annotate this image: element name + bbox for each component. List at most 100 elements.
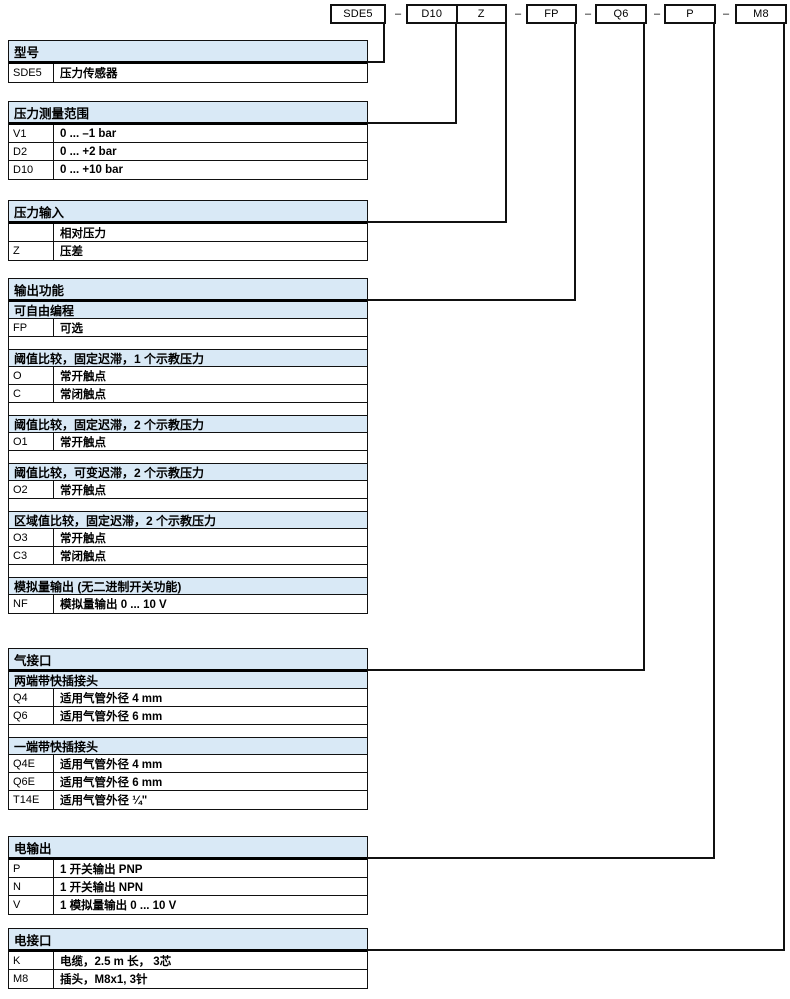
- spacer-row: [9, 337, 367, 350]
- option-desc: 常开触点: [60, 370, 106, 383]
- option-group-subheader: 区域值比较，固定迟滞，2 个示教压力: [9, 512, 367, 529]
- option-code: T14E: [9, 791, 54, 809]
- option-desc: 插头，M8x1, 3针: [60, 974, 148, 986]
- section-pneumatic-port: 气接口 两端带快插接头 Q4 适用气管外径 4 mm Q6 适用气管外径 6 m…: [8, 648, 368, 810]
- section-pressure-range: 压力测量范围 V1 0 ... –1 bar D2 0 ... +2 bar D…: [8, 101, 368, 180]
- option-code: K: [9, 952, 54, 969]
- code-box-label-z: Z: [477, 8, 485, 20]
- code-separator: –: [653, 8, 661, 20]
- option-desc: 相对压力: [60, 227, 106, 240]
- spacer-row: [9, 403, 367, 416]
- option-row: O 常开触点: [9, 367, 367, 385]
- option-row: V1 0 ... –1 bar: [9, 125, 367, 143]
- option-desc: 压力传感器: [60, 68, 118, 80]
- option-code: Q4E: [9, 755, 54, 772]
- option-code: M8: [9, 970, 54, 988]
- connector-m8-electrical-connection: [368, 23, 785, 951]
- option-code: O1: [9, 433, 54, 450]
- code-box-q6: Q6: [595, 4, 647, 24]
- option-desc: 适用气管外径 4 mm: [60, 692, 163, 705]
- option-group-subheader: 阈值比较，固定迟滞，1 个示教压力: [9, 350, 367, 367]
- option-row: Q4 适用气管外径 4 mm: [9, 689, 367, 707]
- option-code: Z: [9, 242, 54, 260]
- option-desc: 1 开关输出 NPN: [60, 881, 144, 894]
- option-desc: 1 开关输出 PNP: [60, 863, 143, 876]
- option-desc: 模拟量输出 0 ... 10 V: [60, 599, 167, 611]
- code-box-label: SDE5: [343, 8, 373, 20]
- option-code: FP: [9, 319, 54, 336]
- option-code: [9, 224, 54, 241]
- option-desc: 常闭触点: [60, 388, 106, 401]
- option-desc: 电缆，2.5 m 长， 3芯: [60, 955, 172, 968]
- section-header: 电输出: [9, 837, 367, 860]
- section-electrical-output: 电输出 P 1 开关输出 PNP N 1 开关输出 NPN V 1 模拟量输出 …: [8, 836, 368, 915]
- option-code: Q4: [9, 689, 54, 706]
- section-header: 电接口: [9, 929, 367, 952]
- option-group-subheader: 两端带快插接头: [9, 672, 367, 689]
- option-code: Q6E: [9, 773, 54, 790]
- option-row: D2 0 ... +2 bar: [9, 143, 367, 161]
- code-box-d10-z: D10 Z: [406, 4, 507, 24]
- section-header: 输出功能: [9, 279, 367, 302]
- spacer-row: [9, 565, 367, 578]
- connector-d10-pressure-range: [368, 23, 457, 124]
- section-model: 型号 SDE5 压力传感器: [8, 40, 368, 83]
- option-code: V1: [9, 125, 54, 142]
- option-row: NF 模拟量输出 0 ... 10 V: [9, 595, 367, 613]
- option-row: T14E 适用气管外径 ¼": [9, 791, 367, 809]
- option-desc: 适用气管外径 ¼": [60, 795, 148, 807]
- option-desc: 常闭触点: [60, 550, 106, 563]
- option-row: Q6 适用气管外径 6 mm: [9, 707, 367, 725]
- code-box-sde5: SDE5: [330, 4, 386, 24]
- option-row: C3 常闭触点: [9, 547, 367, 565]
- option-code: O: [9, 367, 54, 384]
- code-box-label-d10: D10: [408, 6, 458, 22]
- option-desc: 可选: [60, 322, 83, 335]
- connector-p-electrical-output: [368, 23, 715, 859]
- option-row: D10 0 ... +10 bar: [9, 161, 367, 179]
- option-row: V 1 模拟量输出 0 ... 10 V: [9, 896, 367, 914]
- option-row: O2 常开触点: [9, 481, 367, 499]
- section-output-function: 输出功能 可自由编程 FP 可选 阈值比较，固定迟滞，1 个示教压力 O 常开触…: [8, 278, 368, 614]
- spacer-row: [9, 451, 367, 464]
- code-separator: –: [584, 8, 592, 20]
- option-row: K 电缆，2.5 m 长， 3芯: [9, 952, 367, 970]
- option-row: FP 可选: [9, 319, 367, 337]
- option-code: O3: [9, 529, 54, 546]
- option-row: SDE5 压力传感器: [9, 64, 367, 82]
- code-box-label: Q6: [613, 8, 629, 20]
- option-group-subheader: 模拟量输出 (无二进制开关功能): [9, 578, 367, 595]
- option-code: O2: [9, 481, 54, 498]
- connector-sde5-model: [368, 23, 385, 63]
- option-group-subheader: 可自由编程: [9, 302, 367, 319]
- option-desc: 适用气管外径 4 mm: [60, 758, 163, 771]
- option-code: Q6: [9, 707, 54, 724]
- option-code: NF: [9, 595, 54, 613]
- option-row: Q6E 适用气管外径 6 mm: [9, 773, 367, 791]
- code-box-label: FP: [544, 8, 559, 20]
- section-electrical-connection: 电接口 K 电缆，2.5 m 长， 3芯 M8 插头，M8x1, 3针: [8, 928, 368, 989]
- code-box-fp: FP: [526, 4, 577, 24]
- section-title: 输出功能: [14, 283, 65, 298]
- option-group-subheader: 一端带快插接头: [9, 738, 367, 755]
- spacer-row: [9, 725, 367, 738]
- section-pressure-input: 压力输入 相对压力 Z 压差: [8, 200, 368, 261]
- code-box-label: M8: [753, 8, 769, 20]
- option-desc: 压差: [60, 246, 83, 258]
- section-title: 气接口: [14, 653, 52, 668]
- code-box-m8: M8: [735, 4, 787, 24]
- option-code: C3: [9, 547, 54, 564]
- option-row: Z 压差: [9, 242, 367, 260]
- section-header: 气接口: [9, 649, 367, 672]
- section-title: 压力输入: [14, 205, 65, 220]
- option-row: O1 常开触点: [9, 433, 367, 451]
- option-desc: 常开触点: [60, 484, 106, 497]
- option-code: C: [9, 385, 54, 402]
- option-code: V: [9, 896, 54, 914]
- option-desc: 0 ... –1 bar: [60, 127, 117, 140]
- option-code: D2: [9, 143, 54, 160]
- section-header: 压力测量范围: [9, 102, 367, 125]
- option-desc: 常开触点: [60, 436, 106, 449]
- spacer-row: [9, 499, 367, 512]
